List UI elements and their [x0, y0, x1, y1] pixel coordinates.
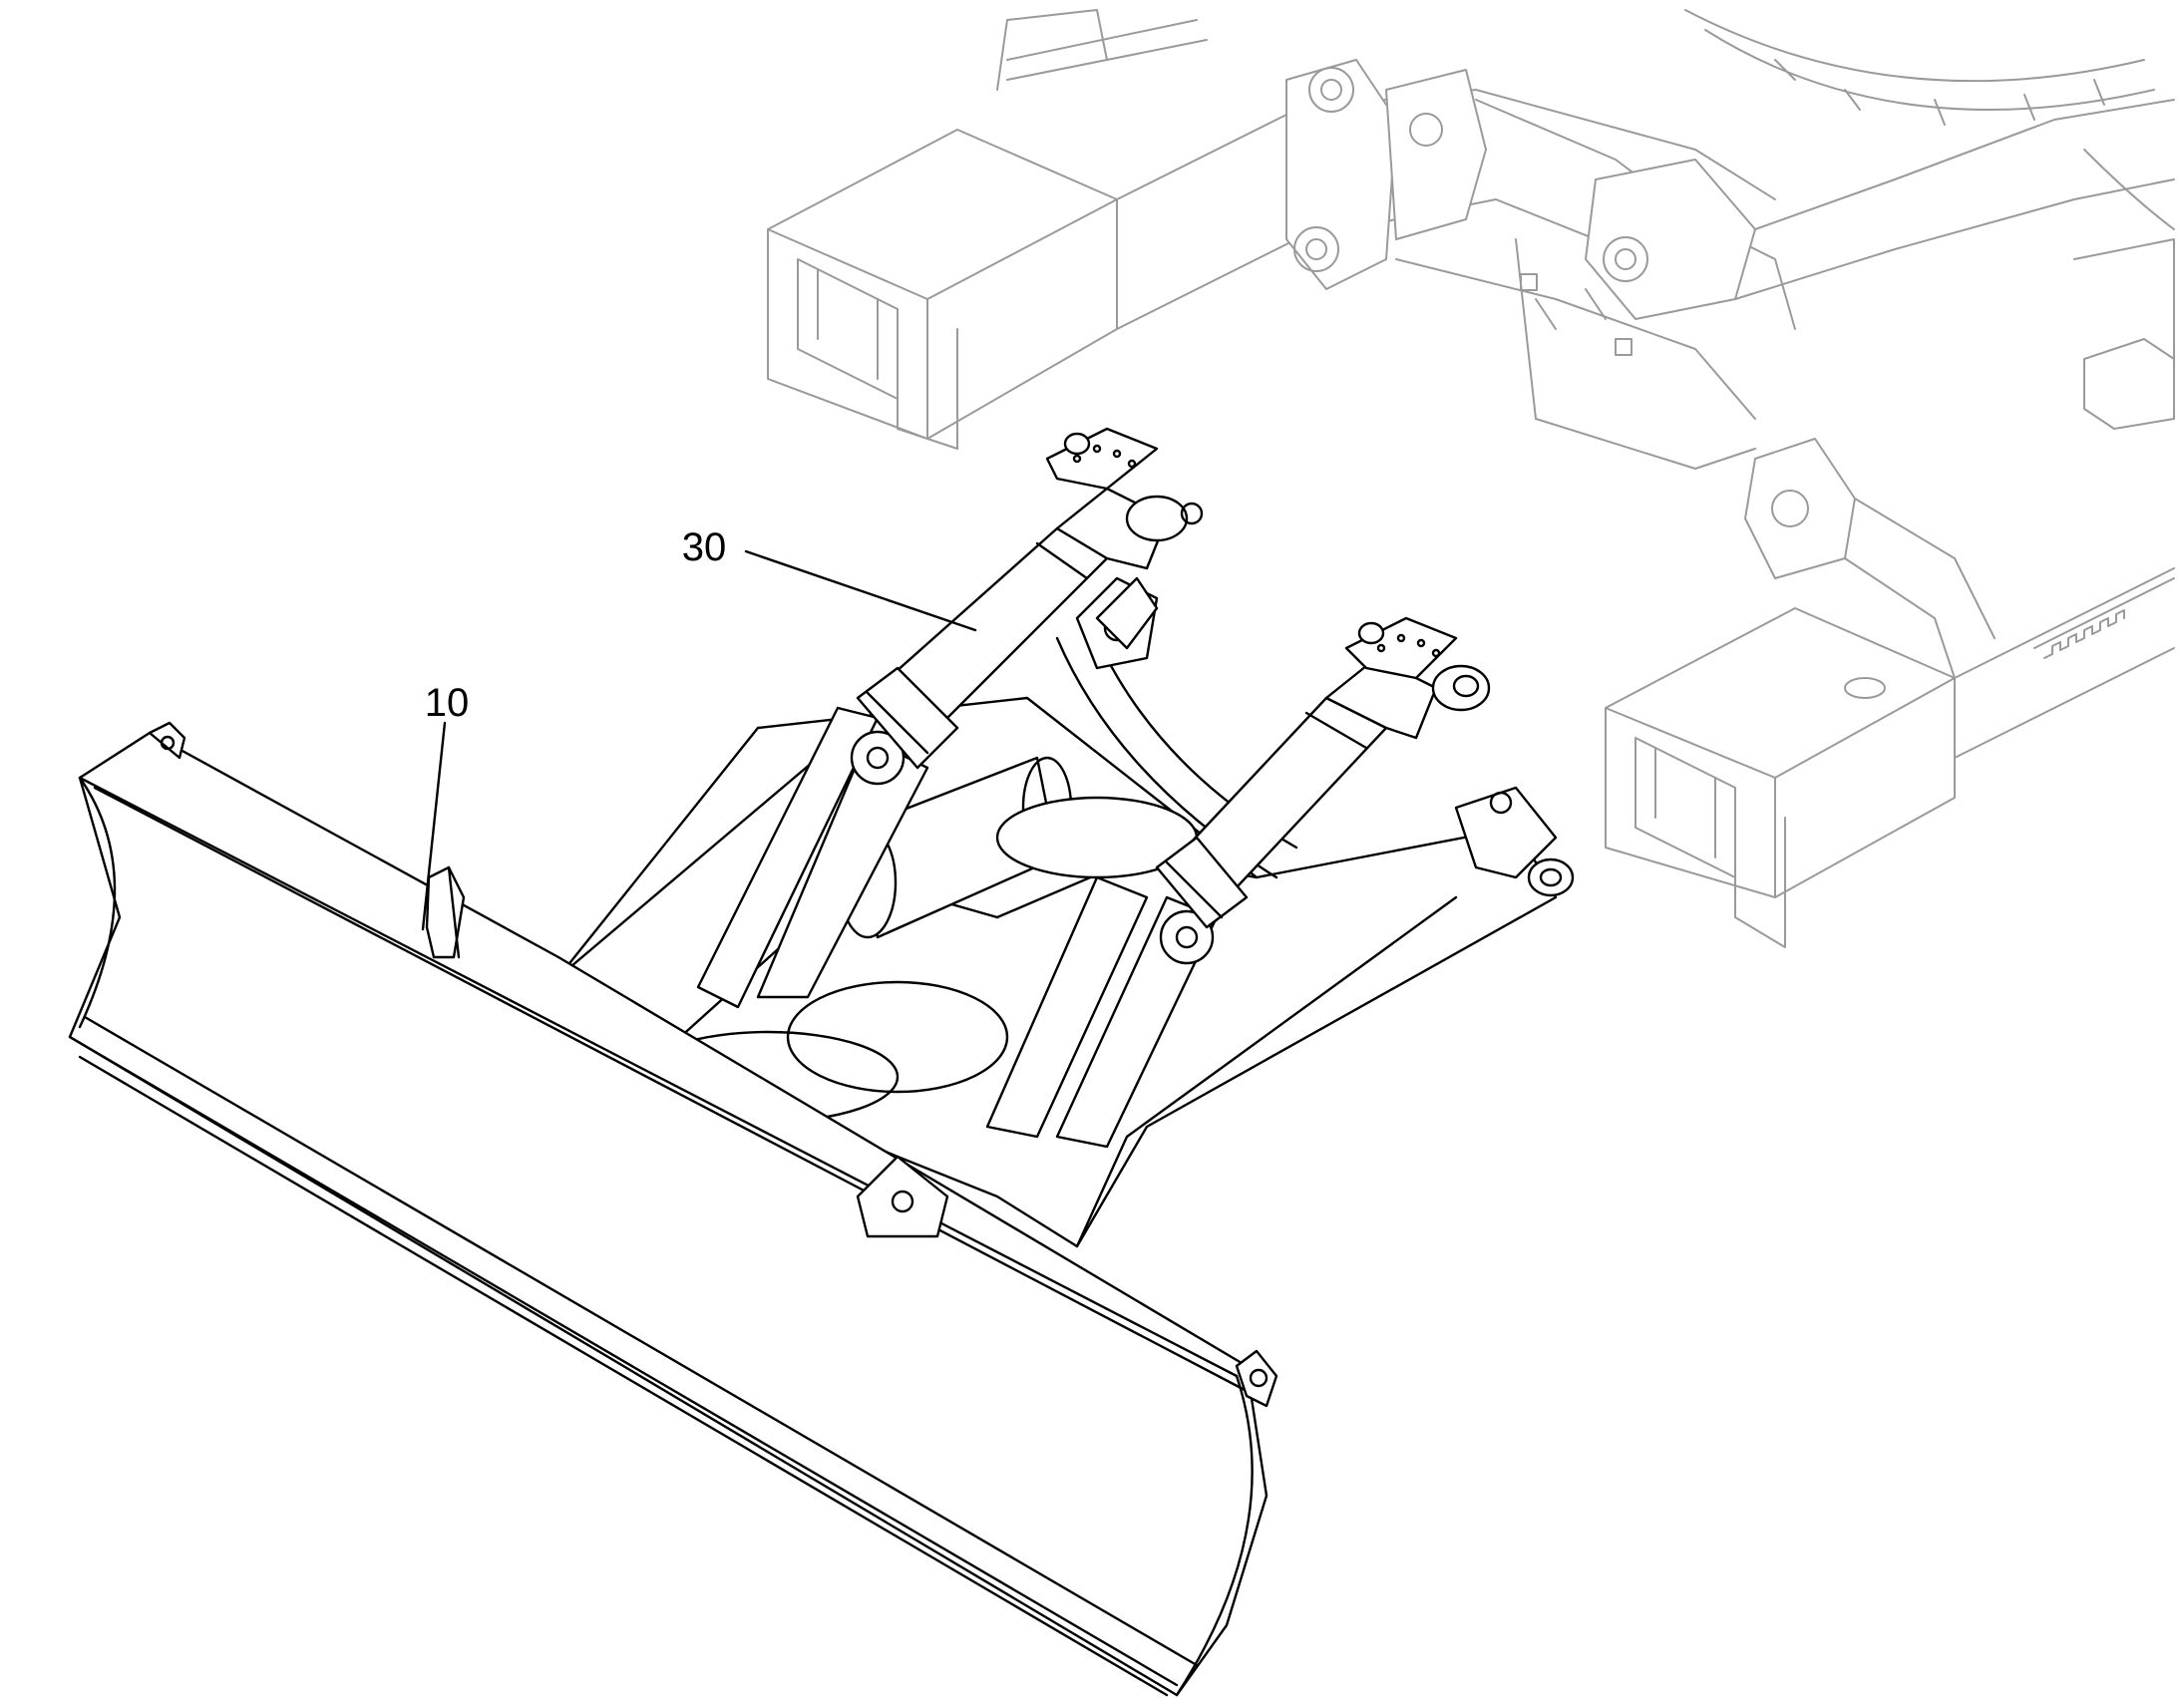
- callout-label-30: 30: [682, 525, 727, 569]
- callout-label-10: 10: [425, 681, 470, 725]
- hydraulic-cylinder-left: [856, 427, 1204, 770]
- hydraulic-cylinder-right: [1155, 616, 1491, 929]
- callout-10: 10: [421, 681, 470, 931]
- undercarriage-frame: [767, 9, 2175, 948]
- dozer-blade: [68, 721, 1278, 1697]
- callout-30: 30: [682, 525, 977, 632]
